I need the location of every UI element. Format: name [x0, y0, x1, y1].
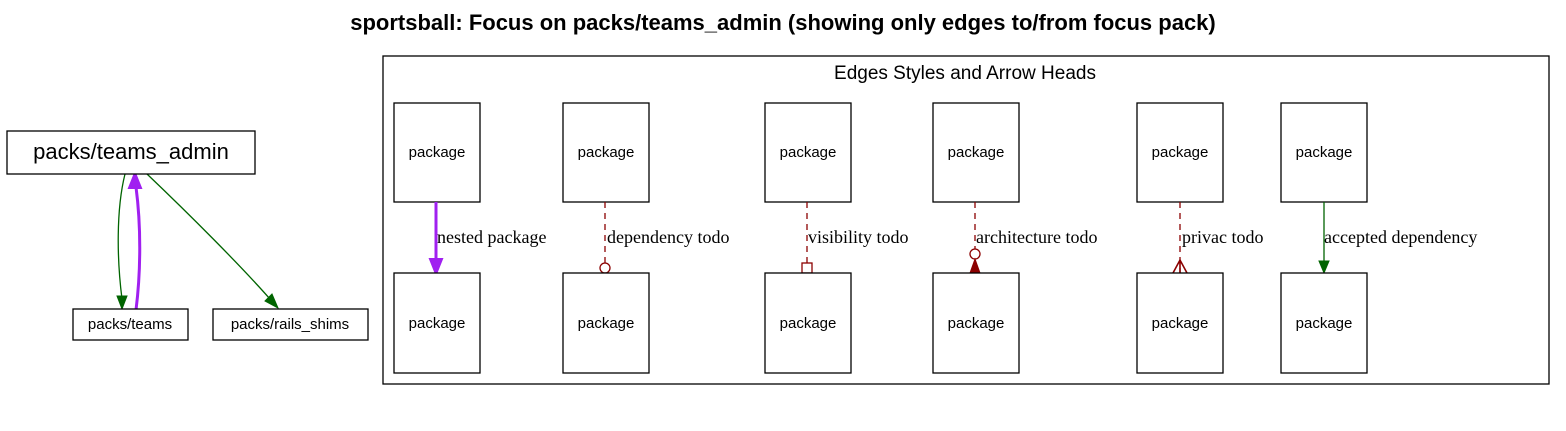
legend-node-label: package: [578, 315, 635, 332]
legend-node-target: [764, 272, 852, 374]
legend-node-source: [1280, 102, 1368, 203]
legend-node-source: [932, 102, 1020, 203]
legend-entry-privac-todo: package privac todo package: [1136, 102, 1263, 374]
legend-node-label: package: [780, 315, 837, 332]
arrowhead-normal-icon: [428, 258, 444, 277]
legend-entry-nested-package: package nested package package: [393, 102, 546, 374]
diagram-title: sportsball: Focus on packs/teams_admin (…: [350, 10, 1216, 35]
legend-node-label: package: [1296, 315, 1353, 332]
arrowhead-crow-icon: [1172, 258, 1188, 274]
legend-node-target: [1136, 272, 1224, 374]
node-label: packs/rails_shims: [231, 316, 349, 333]
legend-frame: [382, 55, 1550, 385]
node-packs-rails-shims[interactable]: packs/rails_shims: [212, 308, 369, 341]
legend-edge-label: accepted dependency: [1324, 227, 1477, 247]
arrowhead-invodot-triangle-icon: [969, 257, 981, 274]
legend-node-label: package: [1152, 144, 1209, 161]
legend-entry-visibility-todo: package visibility todo package: [764, 102, 909, 374]
legend-edge-label: nested package: [437, 227, 546, 247]
legend-edge-label: dependency todo: [607, 227, 729, 247]
legend-edge-label: privac todo: [1182, 227, 1263, 247]
legend-node-target: [393, 272, 481, 374]
legend-entry-accepted-dependency: package accepted dependency package: [1280, 102, 1477, 374]
legend-node-target: [1280, 272, 1368, 374]
legend-node-label: package: [409, 315, 466, 332]
arrowhead-normal-icon: [1318, 260, 1330, 275]
legend-node-label: package: [780, 144, 837, 161]
edge-teams-admin-to-rails-shims-arrowhead: [264, 293, 280, 310]
legend-node-label: package: [1296, 144, 1353, 161]
legend-node-label: package: [948, 315, 1005, 332]
node-packs-teams-admin[interactable]: packs/teams_admin: [6, 130, 256, 175]
edge-teams-to-teams-admin: [134, 186, 142, 311]
arrowhead-obox-icon: [801, 262, 813, 274]
legend-node-label: package: [948, 144, 1005, 161]
node-packs-teams[interactable]: packs/teams: [72, 308, 189, 341]
legend-node-label: package: [1152, 315, 1209, 332]
focus-graph: packs/teams_admin packs/teams packs/rail…: [6, 130, 369, 341]
legend-node-label: package: [578, 144, 635, 161]
legend-node-target: [562, 272, 650, 374]
node-label: packs/teams: [88, 316, 172, 333]
legend-entry-dependency-todo: package dependency todo package: [562, 102, 729, 374]
legend-title: Edges Styles and Arrow Heads: [834, 63, 1096, 84]
arrowhead-odot-icon: [599, 262, 611, 274]
legend-node-source: [562, 102, 650, 203]
arrowhead-invodot-dot-icon: [969, 248, 981, 260]
legend-edge-label: architecture todo: [976, 227, 1097, 247]
edge-teams-admin-to-teams-arrowhead: [116, 295, 128, 311]
legend-node-source: [764, 102, 852, 203]
legend-edge-label: visibility todo: [808, 227, 909, 247]
edge-teams-admin-to-rails-shims: [146, 173, 271, 300]
edge-teams-to-teams-admin-arrowhead: [127, 170, 143, 189]
node-label: packs/teams_admin: [33, 139, 229, 164]
legend-entry-architecture-todo: package architecture todo package: [932, 102, 1097, 374]
legend-node-label: package: [409, 144, 466, 161]
edge-teams-admin-to-teams: [117, 173, 126, 300]
legend-cluster: Edges Styles and Arrow Heads package nes…: [382, 55, 1550, 385]
legend-node-target: [932, 272, 1020, 374]
